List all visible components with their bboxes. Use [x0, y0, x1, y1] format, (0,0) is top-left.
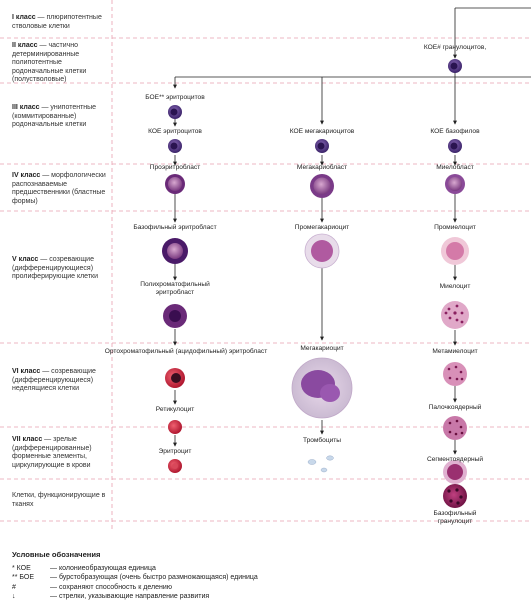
legend-desc: — сохраняют способность к делению — [50, 583, 173, 591]
label-myelocyte: Миелоцит — [439, 283, 471, 290]
proerythroblast-cell — [165, 174, 185, 194]
label-metamyelocyte: Метамиелоцит — [432, 348, 478, 355]
promegakaryocyte-cell — [304, 233, 340, 269]
class-VII: VII класс — зрелые (дифференцированные) … — [12, 436, 92, 469]
legend: Условные обозначения * КОЕ — колониеобра… — [12, 550, 412, 602]
label-thrombocytes: Тромбоциты — [302, 437, 342, 444]
legend-symbol: ** БОЕ — [12, 574, 35, 582]
label-boe-erythrocytes: БОЕ** эритроцитов — [145, 94, 205, 101]
label-segmented: Сегментоядерный — [426, 456, 484, 463]
label-orthochromatic-erythroblast: Ортохроматофильный (ацидофильный) эритро… — [104, 348, 268, 355]
legend-item: ** БОЕ — бурстобразующая (очень быстро р… — [12, 573, 412, 582]
megakaryocyte-cell — [291, 357, 353, 419]
label-proerythroblast: Проэритробласт — [149, 164, 201, 171]
band-cell — [443, 416, 467, 440]
basophilic-erythroblast-cell — [162, 238, 188, 264]
class-VI: VI класс — созревающие (дифференцирующие… — [12, 368, 96, 393]
legend-symbol: # — [12, 583, 16, 591]
class-III: III класс — унипотентные (коммитированны… — [12, 104, 97, 129]
connector-lines — [173, 7, 531, 455]
class-V: V класс — созревающие (дифференцирующиес… — [12, 256, 99, 281]
koe-basophils-cell — [448, 139, 462, 153]
label-promegakaryocyte: Промегакариоцит — [294, 224, 350, 231]
legend-arrow-icon: ↓ — [12, 593, 16, 601]
label-basophil: Базофильный гранулоцит — [433, 510, 477, 525]
legend-desc: — бурстобразующая (очень быстро размножа… — [50, 574, 258, 582]
legend-desc: — стрелки, указывающие направление разви… — [50, 593, 210, 601]
reticulocyte-cell — [168, 420, 182, 434]
label-reticulocyte: Ретикулоцит — [155, 406, 195, 413]
promyelocyte-cell — [441, 237, 469, 265]
basophil-cell — [443, 484, 467, 508]
thrombocytes-cells — [307, 455, 334, 473]
class-IV: IV класс — морфологически распознаваемые… — [12, 172, 106, 205]
myelocyte-cell — [441, 301, 469, 329]
label-koe-granulocytes: КОЕ# гранулоцитов, — [423, 44, 487, 51]
label-erythrocyte: Эритроцит — [158, 448, 192, 455]
label-megakaryoblast: Мегакариобласт — [296, 164, 348, 171]
koe-megakaryocytes-cell — [315, 139, 329, 153]
boe-erythrocytes-cell — [168, 105, 182, 119]
metamyelocyte-cell — [443, 362, 467, 386]
myeloblast-cell — [445, 174, 465, 194]
segmented-cell — [443, 460, 467, 484]
legend-desc: — колониеобразующая единица — [50, 565, 156, 572]
label-koe-erythrocytes: КОЕ эритроцитов — [148, 128, 202, 135]
legend-title: Условные обозначения — [12, 550, 101, 559]
label-megakaryocyte: Мегакариоцит — [300, 345, 344, 352]
label-promyelocyte: Промиелоцит — [434, 224, 476, 231]
megakaryoblast-cell — [310, 174, 334, 198]
erythrocyte-cell — [168, 459, 182, 473]
cfu-granulocytes-cell — [448, 59, 462, 73]
label-koe-basophils: КОЕ базофилов — [430, 128, 480, 135]
legend-symbol: * КОЕ — [12, 565, 31, 572]
class-II: II класс — частично детерминированные по… — [12, 42, 87, 84]
label-koe-megakaryocytes: КОЕ мегакариоцитов — [289, 128, 355, 135]
orthochromatic-erythroblast-cell — [165, 368, 185, 388]
koe-erythrocytes-cell — [168, 139, 182, 153]
label-basophilic-erythroblast: Базофильный эритробласт — [133, 224, 217, 231]
label-myeloblast: Миелобласт — [436, 164, 474, 171]
class-dividers — [0, 37, 531, 522]
label-band: Палочкоядерный — [428, 404, 482, 411]
legend-item: ↓ — стрелки, указывающие направление раз… — [12, 592, 412, 601]
legend-item: * КОЕ — колониеобразующая единица — [12, 564, 412, 573]
class-tissue: Клетки, функционирующие в тканях — [12, 492, 106, 508]
polychromatophilic-erythroblast-cell — [163, 304, 187, 328]
label-polychromatophilic-erythroblast: Полихроматофильный эритробласт — [140, 281, 210, 296]
class-I: I класс — плюрипотентные стволовые клетк… — [12, 14, 102, 30]
legend-item: # — сохраняют способность к делению — [12, 583, 412, 592]
